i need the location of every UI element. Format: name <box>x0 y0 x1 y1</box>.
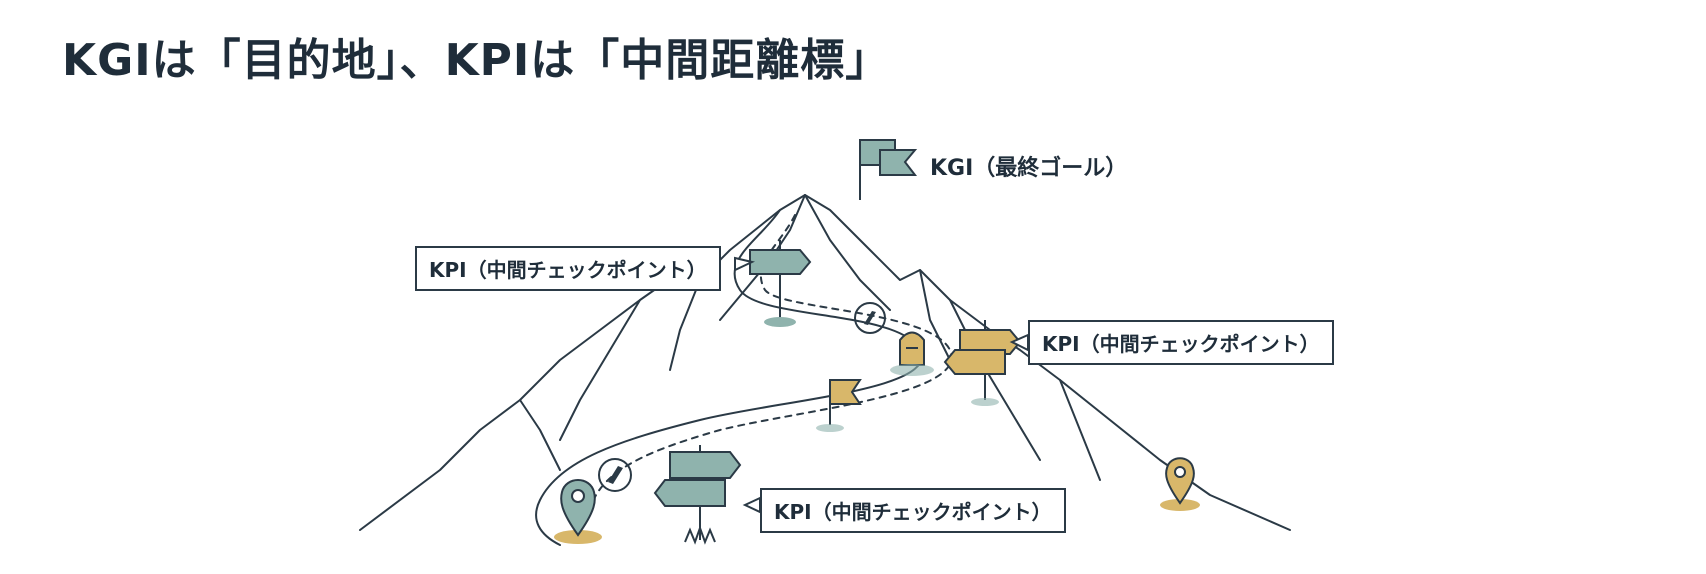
milestone-icon <box>890 331 934 376</box>
mountain-outline <box>359 194 1291 531</box>
summit-flag <box>859 139 918 200</box>
callout-pointer-top <box>734 256 756 272</box>
signpost-bottom <box>653 445 742 545</box>
trail <box>535 209 923 546</box>
map-pin-icon <box>1160 457 1200 511</box>
kgi-label: KGI（最終ゴール） <box>930 156 1128 181</box>
callout-pointer-bottom <box>742 496 761 514</box>
map-pin-icon <box>554 479 602 544</box>
compass-icon <box>598 458 632 492</box>
page-title: KGIは「目的地」、KPIは「中間距離標」 <box>62 35 891 86</box>
compass-icon <box>854 302 886 334</box>
kpi-callout-top: KPI（中間チェックポイント） <box>415 246 721 291</box>
signpost-right <box>943 320 1022 406</box>
checkpoint-flag <box>816 379 862 432</box>
kpi-callout-right: KPI（中間チェックポイント） <box>1028 320 1334 365</box>
signpost-top <box>749 240 812 327</box>
kpi-callout-bottom: KPI（中間チェックポイント） <box>760 488 1066 533</box>
